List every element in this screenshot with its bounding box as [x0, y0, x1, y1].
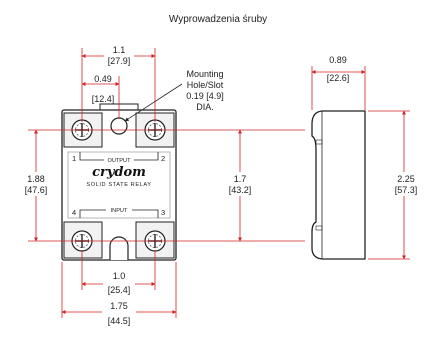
mounting-hole-line3: 0.19 [4.9]: [186, 91, 224, 101]
pin-label-4: 4: [72, 208, 76, 217]
dim-left-height-inch: 1.88: [27, 174, 45, 184]
dim-bottom-width-mm: [44.5]: [108, 316, 131, 326]
relay-front-view: [61, 103, 177, 261]
output-label: OUTPUT: [108, 158, 132, 164]
dim-mid-height-inch: 1.7: [234, 174, 247, 184]
pin-label-1: 1: [72, 154, 76, 163]
relay-side-view: [311, 110, 366, 260]
dim-top-width-mm: [27.9]: [108, 56, 131, 66]
mounting-hole-line1: Mounting: [186, 69, 223, 79]
mounting-hole-line2: Hole/Slot: [187, 80, 224, 90]
dim-hole-offset-inch: 0.49: [94, 74, 112, 84]
dim-bottom-width-inch: 1.75: [110, 301, 128, 311]
brand-logo: crydom: [92, 165, 146, 180]
dim-hole-offset-mm: [12.4]: [92, 94, 115, 104]
mounting-hole-leader: [124, 83, 183, 122]
dim-mid-height-mm: [43.2]: [229, 185, 252, 195]
pin-label-2: 2: [161, 154, 165, 163]
pin-label-3: 3: [161, 208, 165, 217]
dim-side-height-mm: [57.3]: [395, 185, 418, 195]
dim-side-depth-inch: 0.89: [329, 55, 347, 65]
mounting-slot-bottom: [109, 236, 129, 260]
dim-bottom-spacing-mm: [25.4]: [108, 285, 131, 295]
mounting-hole-line4: DIA.: [196, 102, 214, 112]
dim-top-width-inch: 1.1: [113, 45, 126, 55]
dim-bottom-spacing-inch: 1.0: [113, 271, 126, 281]
dim-side-depth-mm: [22.6]: [327, 73, 350, 83]
relay-subtitle: SOLID STATE RELAY: [86, 182, 151, 188]
mounting-hole-top: [110, 117, 128, 135]
dim-left-height-mm: [47.6]: [25, 185, 48, 195]
page-title: Wyprowadzenia śruby: [169, 14, 267, 25]
input-label: INPUT: [111, 208, 128, 214]
dim-side-height-inch: 2.25: [397, 174, 415, 184]
